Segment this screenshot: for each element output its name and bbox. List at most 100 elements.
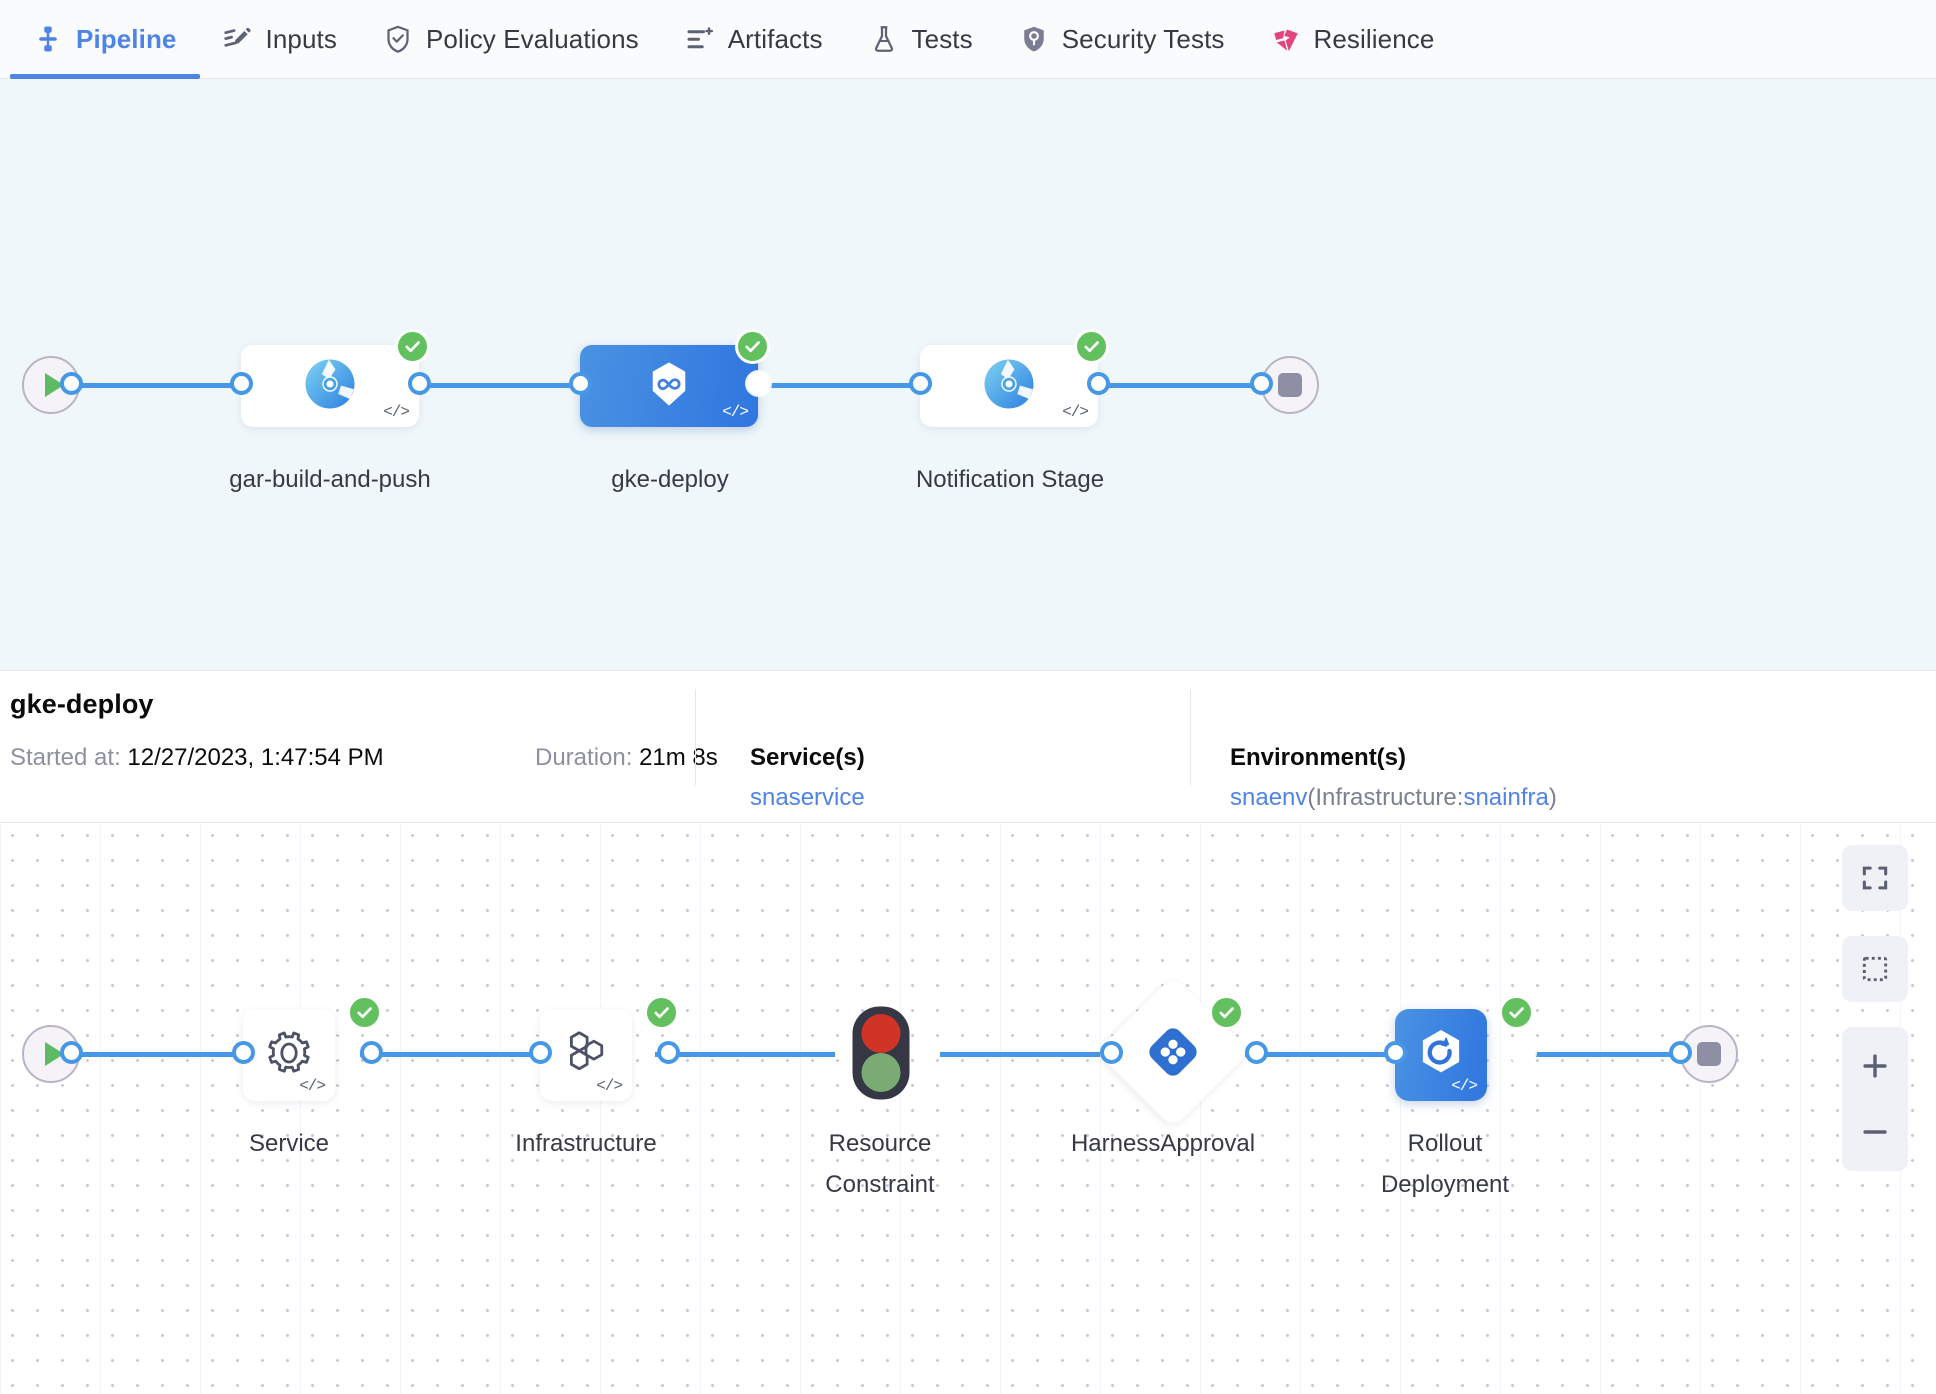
execution-tab-bar: Pipeline Inputs Policy Evaluations [0,0,1936,79]
port [529,1041,552,1064]
tab-security-tests[interactable]: Security Tests [996,0,1248,79]
code-glyph: </> [299,1077,326,1095]
stage-node-gke-deploy[interactable]: </> [580,345,758,427]
pipeline-icon [33,24,63,54]
artifacts-icon [685,24,715,54]
pipeline-graph: </> gar-build-and-push </> gke-deploy [0,79,1936,670]
code-glyph: </> [1451,1077,1478,1095]
port [232,1041,255,1064]
step-node-infrastructure[interactable]: </> [540,1009,632,1101]
page-title: gke-deploy [10,689,154,719]
environment-link[interactable]: snaenv [1230,784,1308,811]
port [1669,1041,1692,1064]
status-badge [735,329,770,364]
fit-to-screen-button[interactable] [1842,845,1908,911]
port [408,372,431,395]
stage-label: gke-deploy [611,466,729,493]
port [360,1041,383,1064]
environment-link-row: snaenv(Infrastructure:snainfra) [1230,784,1830,812]
services-block: Service(s) snaservice [695,689,1230,812]
stage-node-gar-build-and-push[interactable]: </> [241,345,419,427]
status-badge [1074,329,1109,364]
step-label: Resource Constraint [825,1130,935,1198]
code-glyph: </> [1062,403,1089,421]
check-icon [654,1007,669,1019]
tab-artifacts[interactable]: Artifacts [662,0,846,79]
duration-label: Duration: [535,744,633,771]
stage-graph-canvas[interactable]: </> Service </> Infrastructure [0,823,1936,1394]
code-glyph: </> [383,403,410,421]
status-badge [395,329,430,364]
duration-value: 21m 8s [639,744,718,771]
started-at-label: Started at: [10,744,121,771]
edge-stage3-to-end [1085,383,1285,388]
check-icon [745,341,760,353]
ci-build-icon [302,356,358,417]
divider [695,689,696,785]
rollout-icon [1412,1024,1470,1087]
tab-policy-evaluations[interactable]: Policy Evaluations [360,0,662,79]
check-icon [357,1007,372,1019]
stop-icon [1697,1042,1721,1066]
tab-resilience[interactable]: Resilience [1248,0,1458,79]
edge-harness-approval-to-rollout [1245,1052,1405,1057]
zoom-in-button[interactable] [1842,1033,1908,1099]
service-link-row: snaservice [750,784,1230,812]
zoom-to-selection-button[interactable] [1842,936,1908,1002]
hexagons-icon [559,1026,613,1085]
approval-icon [1139,1018,1207,1086]
flask-icon [869,24,899,54]
tab-label: Tests [911,23,973,54]
status-badge [644,995,679,1030]
check-icon [405,341,420,353]
expand-icon [1859,862,1891,894]
status-badge [1499,995,1534,1030]
infrastructure-link[interactable]: snainfra [1463,784,1549,811]
stage-label: gar-build-and-push [229,466,431,493]
zoom-in-out-group [1842,1027,1908,1171]
tab-label: Artifacts [727,23,823,54]
divider [1190,689,1191,785]
edge-rollout-to-end [1520,1052,1680,1057]
stage-node-notification-stage[interactable]: </> [920,345,1098,427]
stop-icon [1278,373,1302,397]
service-link[interactable]: snaservice [750,784,865,811]
infrastructure-prefix: (Infrastructure: [1307,784,1464,811]
started-at: Started at: 12/27/2023, 1:47:54 PM [10,744,535,772]
pipeline-graph-canvas[interactable]: </> gar-build-and-push </> gke-deploy [0,79,1936,671]
pipeline-start-node[interactable] [22,356,80,414]
stage-graph: </> Service </> Infrastructure [0,823,1936,1394]
started-at-value: 12/27/2023, 1:47:54 PM [127,744,384,771]
port [230,372,253,395]
tab-label: Inputs [265,23,337,54]
canvas-zoom-controls [1842,845,1908,1171]
port [1245,1041,1268,1064]
edge-resource-constraint-to-harness-approval [940,1052,1100,1057]
edge-start-to-service [60,1052,240,1057]
tab-inputs[interactable]: Inputs [200,0,360,79]
step-node-rollout-deployment[interactable]: </> [1395,1009,1487,1101]
environments-block: Environment(s) snaenv(Infrastructure:sna… [1190,689,1830,812]
zoom-out-button[interactable] [1842,1099,1908,1165]
port [60,1041,83,1064]
step-node-resource-constraint[interactable] [848,1003,914,1108]
step-node-service[interactable]: </> [243,1009,335,1101]
inputs-icon [223,24,253,54]
execution-meta-row: Started at: 12/27/2023, 1:47:54 PM Durat… [10,689,1936,812]
dotted-square-icon [1859,953,1891,985]
check-icon [1219,1007,1234,1019]
code-glyph: </> [596,1077,623,1095]
step-label: HarnessApproval [1070,1130,1256,1157]
tab-tests[interactable]: Tests [846,0,996,79]
policy-shield-icon [383,24,413,54]
execution-info-panel: gke-deploy Started at: 12/27/2023, 1:47:… [0,671,1936,823]
security-shield-icon [1019,24,1049,54]
edge-service-to-infrastructure [360,1052,540,1057]
step-label: Infrastructure [515,1130,657,1157]
resilience-icon [1271,24,1301,54]
tab-pipeline[interactable]: Pipeline [10,0,200,79]
port [1087,372,1110,395]
port [60,372,83,395]
port [909,372,932,395]
duration: Duration: 21m 8s [535,744,750,772]
